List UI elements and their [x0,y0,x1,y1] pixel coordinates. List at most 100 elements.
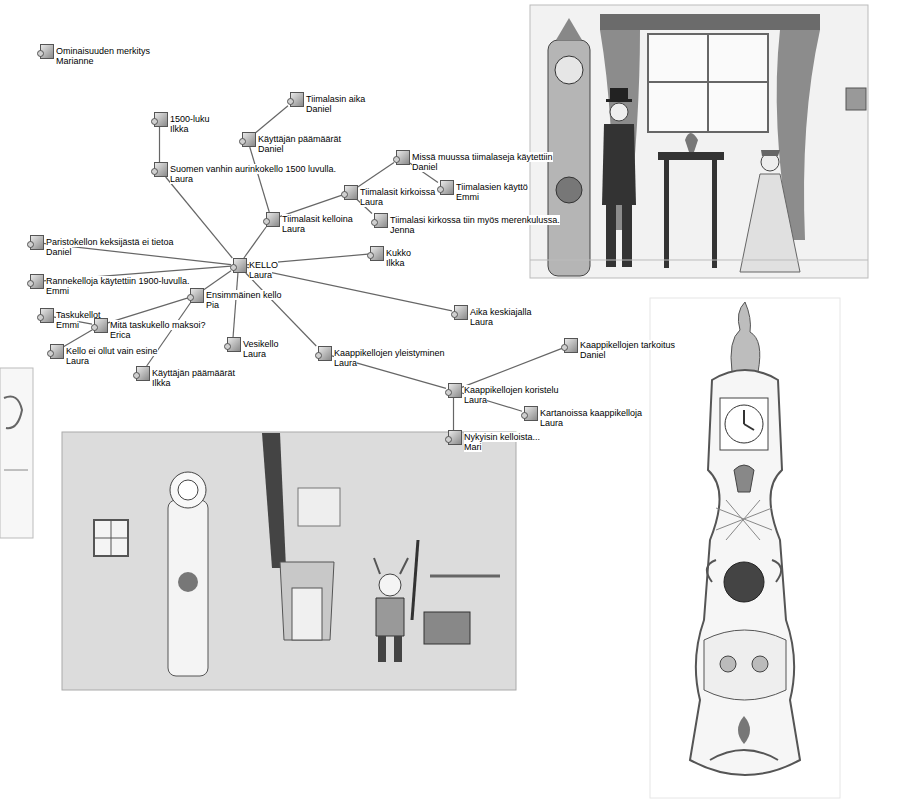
map-node: KELLOLaura [231,258,278,280]
map-node: Tiimalasi kirkossa tiin myös merenkuluss… [372,213,560,235]
node-author: Daniel [258,144,284,154]
icon-dot [315,352,322,359]
icon-dot [230,264,237,271]
link-line [203,271,231,291]
icon-dot [451,311,458,318]
map-node: VesikelloLaura [225,337,279,359]
node-title: Missä muussa tiimalaseja käytettiin [412,152,553,162]
node-author: Ilkka [170,124,189,134]
node-title: Ominaisuuden merkitys [56,46,150,56]
node-label: Mitä taskukello maksoi?Erica [110,318,206,340]
node-icon [92,318,107,333]
map-link [244,227,266,258]
map-node: KukkoIlkka [368,246,411,268]
link-line [63,330,92,347]
node-icon [152,112,167,127]
map-link [63,330,92,347]
node-author: Laura [282,224,305,234]
icon-dot [224,343,231,350]
node-label: Suomen vanhin aurinkokello 1500 luvulla.… [170,162,336,184]
link-line [453,398,454,430]
node-label: Ominaisuuden merkitysMarianne [56,44,150,66]
node-author: Mari [464,442,482,452]
map-node: Kartanoissa kaappikellojaLaura [522,406,642,428]
node-title: Aika keskiajalla [470,307,532,317]
node-icon [152,162,167,177]
icon-dot [27,280,34,287]
node-label: Kartanoissa kaappikellojaLaura [540,406,642,428]
node-title: Tiimalasien käyttö [456,182,528,192]
icon-dot [27,241,34,248]
node-author: Daniel [412,162,438,172]
icon-dot [47,350,54,357]
icon-dot [445,436,452,443]
map-node: Paristokellon keksijästä ei tietoaDaniel [28,235,174,257]
link-line [250,147,270,212]
map-node: Tiimalasin aikaDaniel [288,92,365,114]
map-link [461,348,562,387]
link-line [409,163,438,183]
node-title: Ensimmäinen kello [206,290,282,300]
node-icon [264,212,279,227]
icon-dot [367,252,374,259]
node-title: Tiimalasit kirkoissa [360,187,435,197]
map-link [166,177,233,258]
map-node: Kaappikellojen tarkoitusDaniel [562,338,675,360]
link-line [244,227,266,258]
node-title: Käyttäjän päämäärät [258,134,341,144]
link-line [233,273,238,337]
room-drawing [530,5,868,278]
map-link [409,163,438,183]
map-node: Aika keskiajallaLaura [452,305,532,327]
link-line [246,267,452,311]
node-title: Mitä taskukello maksoi? [110,320,206,330]
map-node: Kaappikellojen koristeluLaura [446,383,559,405]
node-title: Suomen vanhin aurinkokello 1500 luvulla. [170,164,336,174]
map-link [357,163,394,188]
node-label: VesikelloLaura [243,337,279,359]
map-node: Nykyisin kelloista...Mari [446,430,540,452]
node-author: Daniel [580,350,606,360]
icon-dot [287,98,294,105]
node-title: Kartanoissa kaappikelloja [540,408,642,418]
node-author: Emmi [456,192,479,202]
node-author: Daniel [306,104,332,114]
link-line [331,356,446,389]
link-line [147,303,191,366]
node-label: Käyttäjän päämäärätDaniel [258,132,341,154]
icon-dot [445,389,452,396]
node-title: Rannekelloja käytettiin 1900-luvulla. [46,276,190,286]
node-icon [38,308,53,323]
map-node: Tiimalasit kirkoissaLaura [342,185,435,207]
node-label: Kello ei ollut vain esineLaura [66,344,158,366]
node-label: Ensimmäinen kelloPia [206,288,282,310]
node-title: Kaappikellojen tarkoitus [580,340,675,350]
node-label: KukkoIlkka [386,246,411,268]
node-author: Laura [470,317,493,327]
node-icon [240,132,255,147]
map-link [246,273,317,346]
icon-dot [187,294,194,301]
node-title: Kukko [386,248,411,258]
node-author: Ilkka [386,258,405,268]
icon-dot [239,138,246,145]
node-author: Emmi [46,286,69,296]
map-node: Ensimmäinen kelloPia [188,288,282,310]
map-node: Mitä taskukello maksoi?Erica [92,318,206,340]
link-line [357,163,394,188]
map-node: Kaappikellojen yleistyminenLaura [316,346,445,368]
map-node: Kello ei ollut vain esineLaura [48,344,158,366]
node-icon [28,274,43,289]
map-node: Missä muussa tiimalaseja käytettiinDanie… [394,150,553,172]
icon-dot [521,412,528,419]
node-title: Nykyisin kelloista... [464,432,540,442]
node-title: 1500-luku [170,114,210,124]
node-title: Kaappikellojen koristelu [464,385,559,395]
map-node: Käyttäjän päämäärätDaniel [240,132,341,154]
node-icon [134,366,149,381]
node-author: Marianne [56,56,94,66]
icon-dot [561,344,568,351]
map-link [255,106,288,134]
node-icon [438,180,453,195]
